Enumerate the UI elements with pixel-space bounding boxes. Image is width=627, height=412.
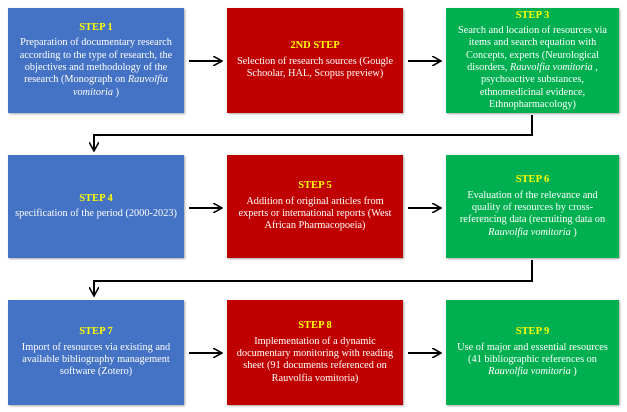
step-8-text-part: Implementation of a dynamic documentary … — [236, 335, 394, 384]
step-6-text: Evaluation of the relevance and quality … — [452, 190, 613, 239]
step-9-text: Use of major and essential resources (41… — [452, 342, 613, 379]
step-2-box: 2ND STEP Selection of research sources (… — [227, 8, 403, 113]
step-3-title: STEP 3 — [515, 9, 550, 21]
arrow-step3-to-step4 — [94, 115, 533, 150]
step-6-text-part: Evaluation of the relevance and quality … — [459, 189, 606, 226]
step-7-title: STEP 7 — [79, 326, 113, 338]
step-3-box: STEP 3 Search and location of resources … — [446, 8, 619, 113]
step-5-text: Addition of original articles from exper… — [233, 196, 397, 233]
step-9-text-part: Use of major and essential resources (41… — [457, 341, 608, 366]
step-3-text-part: Search and location of resources via ite… — [458, 25, 607, 74]
step-3-text: Search and location of resources via ite… — [452, 25, 613, 111]
step-2-text: Selection of research sources (Gougle Sc… — [233, 56, 397, 81]
step-7-box: STEP 7 Import of resources via existing … — [8, 300, 184, 405]
step-9-title: STEP 9 — [515, 326, 550, 338]
step-1-title: STEP 1 — [79, 21, 113, 33]
step-8-box: STEP 8 Implementation of a dynamic docum… — [227, 300, 403, 405]
step-4-text: specification of the period (2000-2023) — [15, 208, 177, 220]
step-6-box: STEP 6 Evaluation of the relevance and q… — [446, 155, 619, 258]
step-4-text-part: specification of the period (2000-2023) — [15, 208, 177, 220]
arrow-step6-to-step7 — [94, 260, 533, 295]
step-5-title: STEP 5 — [298, 180, 332, 192]
step-6-text-italic: Rauvolfia vomitoria — [488, 226, 571, 238]
step-9-text-end: ) — [570, 366, 577, 378]
step-6-title: STEP 6 — [515, 174, 550, 186]
step-8-title: STEP 8 — [298, 320, 332, 332]
step-4-title: STEP 4 — [79, 192, 113, 204]
step-8-text: Implementation of a dynamic documentary … — [233, 336, 397, 385]
step-1-text: Preparation of documentary research acco… — [14, 37, 178, 99]
step-1-text-end: ) — [113, 86, 120, 98]
step-9-text-italic: Rauvolfia vomitoria — [488, 366, 571, 378]
step-1-box: STEP 1 Preparation of documentary resear… — [8, 8, 184, 113]
step-6-text-end: ) — [570, 226, 577, 238]
step-2-text-part: Selection of research sources (Gougle Sc… — [236, 55, 394, 80]
step-3-text-end: , psychoactive substances, ethnomedicina… — [479, 62, 598, 111]
step-5-text-part: Addition of original articles from exper… — [238, 195, 392, 232]
step-2-title: 2ND STEP — [290, 40, 340, 52]
step-9-box: STEP 9 Use of major and essential resour… — [446, 300, 619, 405]
step-4-box: STEP 4 specification of the period (2000… — [8, 155, 184, 258]
step-5-box: STEP 5 Addition of original articles fro… — [227, 155, 403, 258]
step-1-text-part: Preparation of documentary research acco… — [19, 37, 173, 86]
step-7-text-part: Import of resources via existing and ava… — [21, 341, 171, 378]
step-3-text-italic: Rauvolfia vomitoria — [510, 62, 593, 74]
step-1-text-italic: Rauvolfia vomitoria — [72, 74, 168, 98]
step-7-text: Import of resources via existing and ava… — [14, 342, 178, 379]
